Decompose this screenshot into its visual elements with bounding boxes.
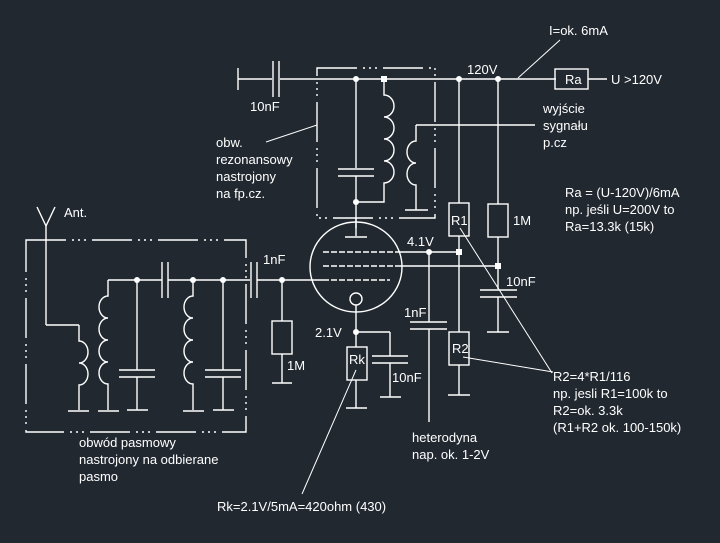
label-antenna: Ant. <box>64 205 87 220</box>
label-band-2: nastrojony na odbierane <box>79 452 219 467</box>
label-current: I=ok. 6mA <box>549 23 608 38</box>
label-rk-formula: Rk=2.1V/5mA=420ohm (430) <box>217 499 386 514</box>
r1-leader-line <box>459 227 553 374</box>
label-r2-formula-3: R2=ok. 3.3k <box>553 403 623 418</box>
heterodyne-cap <box>410 252 447 422</box>
label-output-3: p.cz <box>543 135 567 150</box>
bandpass-filter <box>36 206 250 412</box>
label-output-1: wyjście <box>542 101 585 116</box>
label-r-1m-right: 1M <box>513 213 531 228</box>
cathode-network <box>346 329 408 409</box>
label-band-1: obwód pasmowy <box>79 435 176 450</box>
supply-rail <box>237 61 607 97</box>
vacuum-tube <box>309 218 501 332</box>
label-v-cathode: 2.1V <box>315 325 342 340</box>
label-r2: R2 <box>452 341 469 356</box>
label-supply-in: U >120V <box>611 72 662 87</box>
label-output-2: sygnału <box>543 118 588 133</box>
label-c-screen: 10nF <box>506 274 536 289</box>
label-ra-formula-1: Ra = (U-120V)/6mA <box>565 185 680 200</box>
tank-leader-line <box>265 124 318 143</box>
label-r2-formula-4: (R1+R2 ok. 100-150k) <box>553 420 681 435</box>
label-het-2: nap. ok. 1-2V <box>412 447 490 462</box>
label-ra-formula-2: np. jeśli U=200V to <box>565 202 674 217</box>
label-r1: R1 <box>451 213 468 228</box>
label-c-in: 1nF <box>263 252 285 267</box>
label-r2-formula-1: R2=4*R1/116 <box>553 369 630 384</box>
resistor-ra <box>554 68 589 90</box>
label-c-top: 10nF <box>250 99 280 114</box>
rk-leader-line <box>301 369 357 495</box>
label-r-grid: 1M <box>287 358 305 373</box>
label-r2-formula-2: np. jesli R1=100k to <box>553 386 668 401</box>
label-tank-4: na fp.cz. <box>216 186 265 201</box>
grid-input <box>250 262 323 384</box>
bandpass-enclosure <box>25 239 247 433</box>
label-ra: Ra <box>565 72 582 87</box>
label-v-screen: 4.1V <box>407 234 434 249</box>
r2-leader-line <box>462 356 554 373</box>
resistor-1m-screen <box>487 203 509 238</box>
current-leader-line <box>517 39 561 79</box>
label-c-cathode: 10nF <box>392 370 422 385</box>
label-tank-3: nastrojony <box>216 169 276 184</box>
label-tank-1: obw. <box>216 135 243 150</box>
label-tank-2: rezonansowy <box>216 152 293 167</box>
label-supply-node: 120V <box>467 62 498 77</box>
resistor-rk <box>346 346 368 381</box>
label-c-het: 1nF <box>404 305 426 320</box>
label-rk: Rk <box>349 352 365 367</box>
label-het-1: heterodyna <box>412 430 478 445</box>
if-tank <box>338 76 535 228</box>
resistor-grid-1m <box>271 320 293 355</box>
label-ra-formula-3: Ra=13.3k (15k) <box>565 219 654 234</box>
if-tank-enclosure <box>316 67 436 219</box>
label-band-3: pasmo <box>79 469 118 484</box>
